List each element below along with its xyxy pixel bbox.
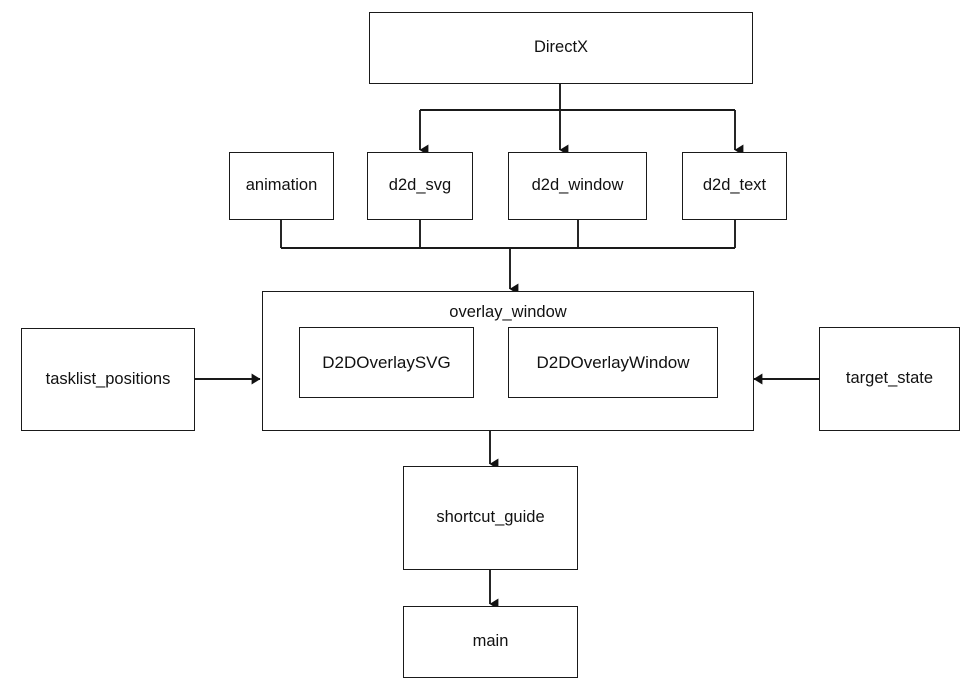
node-d2d-overlay-svg[interactable]: D2DOverlaySVG xyxy=(299,327,474,398)
node-d2d-overlay-svg-label: D2DOverlaySVG xyxy=(322,352,451,372)
node-animation-label: animation xyxy=(245,176,318,195)
node-main[interactable]: main xyxy=(403,606,578,678)
node-main-label: main xyxy=(472,632,509,651)
node-d2d-window[interactable]: d2d_window xyxy=(508,152,647,220)
node-shortcut-guide[interactable]: shortcut_guide xyxy=(403,466,578,570)
node-d2d-window-label: d2d_window xyxy=(531,176,624,195)
node-target-state[interactable]: target_state xyxy=(819,327,960,431)
node-directx[interactable]: DirectX xyxy=(369,12,753,84)
node-d2d-svg[interactable]: d2d_svg xyxy=(367,152,473,220)
node-shortcut-guide-label: shortcut_guide xyxy=(436,508,545,527)
node-animation[interactable]: animation xyxy=(229,152,334,220)
node-d2d-svg-label: d2d_svg xyxy=(388,176,452,195)
node-target-state-label: target_state xyxy=(845,369,934,388)
node-overlay-window-label: overlay_window xyxy=(449,303,567,321)
node-d2d-text-label: d2d_text xyxy=(702,176,767,195)
node-d2d-overlay-window-label: D2DOverlayWindow xyxy=(536,352,690,372)
node-tasklist-positions[interactable]: tasklist_positions xyxy=(21,328,195,431)
node-directx-label: DirectX xyxy=(533,38,589,57)
node-tasklist-positions-label: tasklist_positions xyxy=(45,369,171,388)
node-d2d-text[interactable]: d2d_text xyxy=(682,152,787,220)
node-d2d-overlay-window[interactable]: D2DOverlayWindow xyxy=(508,327,718,398)
